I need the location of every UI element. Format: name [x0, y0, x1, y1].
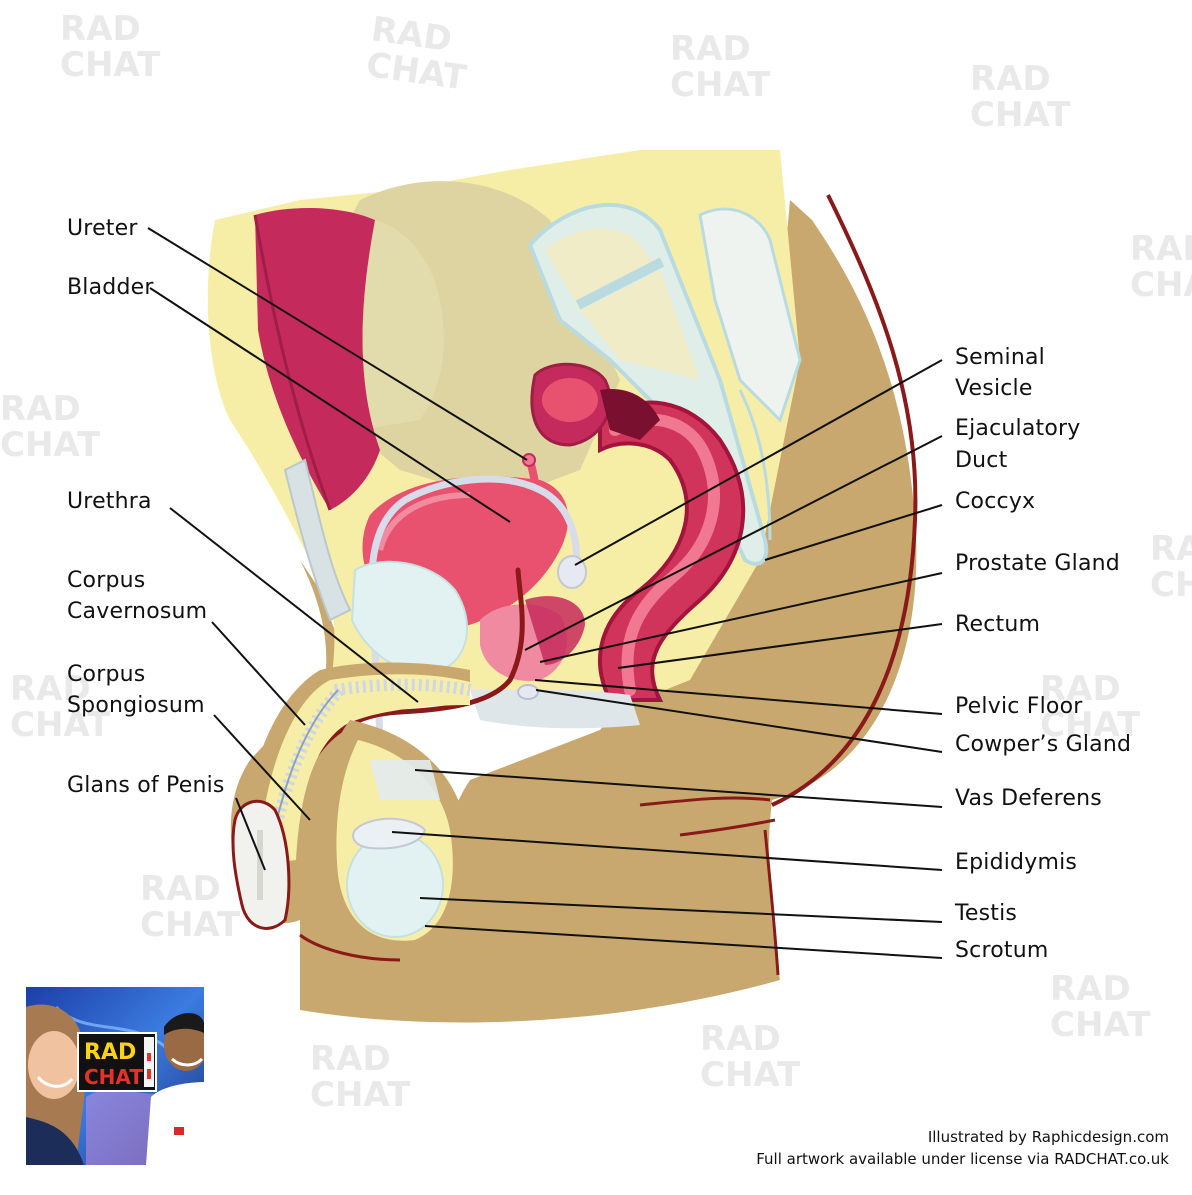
- label-seminal-vesicle-line2: Vesicle: [955, 376, 1033, 401]
- back-contour: [771, 194, 918, 807]
- watermark-text: CHAT: [10, 705, 111, 745]
- penis: [231, 662, 472, 930]
- label-testis: Testis: [955, 901, 1018, 926]
- watermark-text: CHAT: [700, 1055, 801, 1095]
- scrotum: [299, 720, 469, 962]
- label-coccyx: Coccyx: [955, 489, 1036, 514]
- watermark-text: RAD: [140, 869, 221, 909]
- watermark-text: CHAT: [60, 45, 161, 85]
- label-glans-of-penis: Glans of Penis: [67, 773, 225, 798]
- label-ureter: Ureter: [67, 216, 138, 241]
- leader-line-pelvic-floor: [534, 679, 943, 715]
- label-rectum: Rectum: [955, 612, 1041, 637]
- leader-line-coccyx: [764, 504, 943, 561]
- leader-line-seminal-vesicle: [574, 359, 943, 566]
- retropubic-space: [350, 560, 468, 673]
- label-ejaculatory-duct-line2: Duct: [955, 448, 1008, 473]
- label-ejaculatory-duct-line1: Ejaculatory: [955, 416, 1081, 441]
- watermark-text: CHAT: [140, 905, 241, 945]
- presenter-photo: RAD CHAT: [26, 987, 204, 1165]
- logo-text-chat: CHAT: [84, 1065, 143, 1089]
- watermark-text: RAD: [60, 9, 141, 49]
- watermark-text: RAD: [1150, 529, 1192, 569]
- watermark-text: RAD: [1130, 229, 1192, 269]
- label-urethra: Urethra: [67, 489, 152, 514]
- radchat-logo: RAD CHAT: [77, 1032, 157, 1092]
- buttock-fold: [679, 818, 776, 837]
- watermark-text: RAD: [670, 29, 751, 69]
- watermark-text: CHAT: [1130, 265, 1192, 305]
- watermark-text: CHAT: [310, 1075, 411, 1115]
- label-corpus-cavernosum-line1: Corpus: [67, 568, 146, 593]
- label-epididymis: Epididymis: [955, 850, 1078, 875]
- leader-line-epididymis: [391, 831, 943, 871]
- abdominal-muscle-highlight: [253, 214, 332, 511]
- label-scrotum: Scrotum: [955, 938, 1049, 963]
- pelvic-floor: [470, 689, 640, 729]
- label-cowpers-gland: Cowper’s Gland: [955, 732, 1132, 757]
- label-corpus-spongiosum-line1: Corpus: [67, 662, 146, 687]
- watermark-text: CHAT: [364, 45, 470, 99]
- label-seminal-vesicle-line1: Seminal: [955, 345, 1045, 370]
- label-bladder: Bladder: [67, 275, 154, 300]
- watermark-text: RAD: [10, 669, 91, 709]
- watermark-text: CHAT: [1150, 565, 1192, 605]
- credit-license: Full artwork available under license via…: [756, 1150, 1169, 1168]
- buttock-fold: [639, 796, 771, 807]
- label-corpus-spongiosum-line2: Spongiosum: [67, 693, 205, 718]
- label-corpus-cavernosum-line2: Cavernosum: [67, 599, 208, 624]
- thigh-contour: [763, 829, 780, 976]
- leader-line-vas-deferens: [414, 769, 943, 808]
- leader-line-testis: [419, 897, 943, 923]
- testis: [346, 832, 444, 938]
- cowpers-gland: [517, 684, 539, 700]
- leader-line-corpus-cavernosum: [211, 621, 306, 726]
- abdominal-muscle: [255, 208, 380, 510]
- bladder-inner: [377, 492, 471, 551]
- leader-line-urethra: [169, 507, 419, 703]
- watermark-text: CHAT: [1050, 1005, 1151, 1045]
- leader-line-ureter: [147, 227, 528, 461]
- watermark-text: RAD: [970, 59, 1051, 99]
- leader-line-prostate: [539, 572, 943, 663]
- logo-text-rad: RAD: [84, 1040, 136, 1065]
- leader-line-bladder: [149, 287, 511, 523]
- prostate-muscle: [525, 596, 585, 665]
- credit-illustrator: Illustrated by Raphicdesign.com: [927, 1128, 1169, 1146]
- watermark-text: CHAT: [1040, 705, 1141, 745]
- watermark-text: RAD: [700, 1019, 781, 1059]
- leader-line-ejaculatory-duct: [524, 435, 943, 651]
- label-prostate-gland: Prostate Gland: [955, 551, 1120, 576]
- watermark-text: CHAT: [970, 95, 1071, 135]
- watermark-text: RAD: [1050, 969, 1131, 1009]
- rectum-lumen: [609, 413, 720, 696]
- watermark-text: RAD: [1040, 669, 1121, 709]
- leader-line-rectum: [617, 623, 943, 669]
- leader-line-scrotum: [424, 925, 943, 959]
- ureter-opening: [522, 453, 536, 467]
- body-silhouette: [230, 200, 917, 1023]
- pubic-bone: [283, 458, 352, 622]
- sigmoid-colon: [530, 362, 660, 447]
- watermark-text: RAD: [0, 389, 81, 429]
- epididymis: [352, 817, 427, 850]
- seminal-vesicle: [557, 555, 587, 589]
- leader-line-glans: [235, 797, 266, 871]
- label-pelvic-floor: Pelvic Floor: [955, 694, 1083, 719]
- watermark-text: CHAT: [670, 65, 771, 105]
- leader-lines: [147, 227, 943, 959]
- leader-line-corpus-spongiosum: [213, 714, 311, 821]
- watermark-text: CHAT: [0, 425, 101, 465]
- label-vas-deferens: Vas Deferens: [955, 786, 1102, 811]
- watermark-text: RAD: [310, 1039, 391, 1079]
- leader-line-cowpers-gland: [535, 689, 943, 753]
